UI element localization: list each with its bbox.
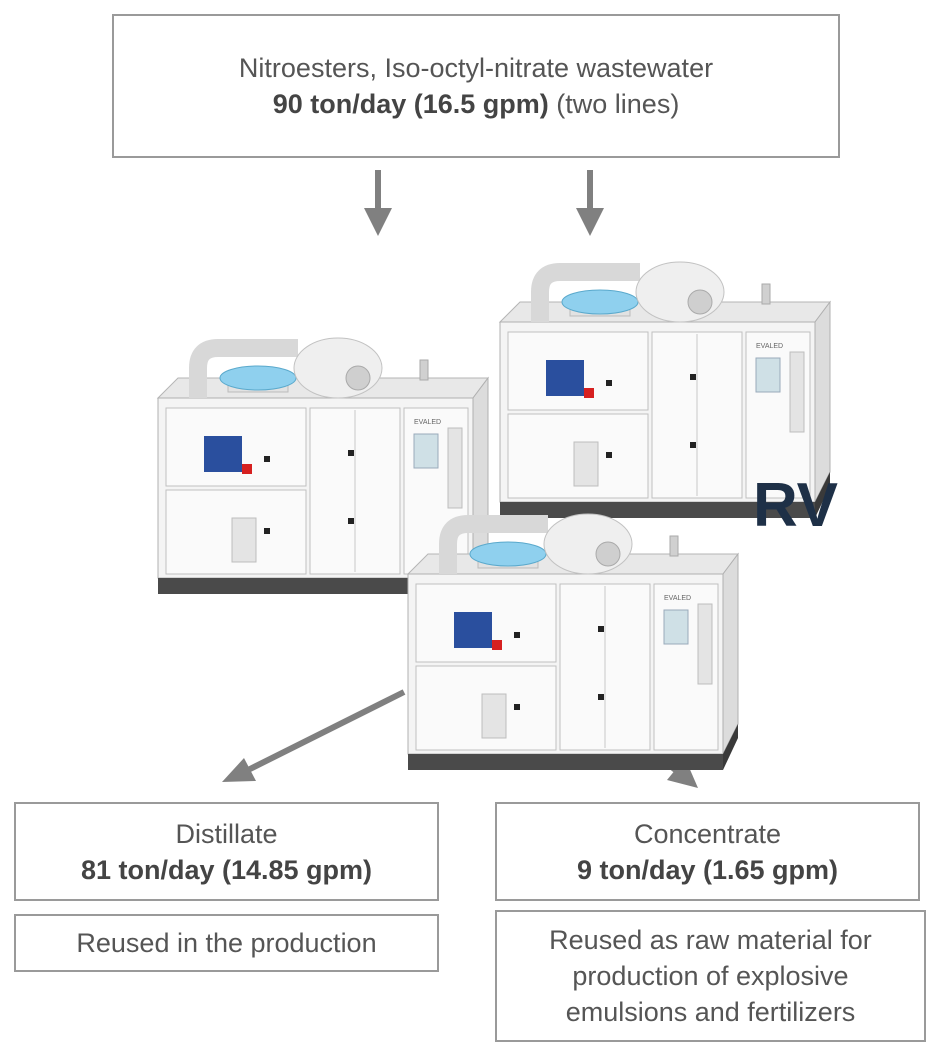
distillate-box: Distillate 81 ton/day (14.85 gpm) [14,802,439,901]
distillate-use-box: Reused in the production [14,914,439,972]
concentrate-box: Concentrate 9 ton/day (1.65 gpm) [495,802,920,901]
distillate-arrow [222,689,406,782]
input-note: (two lines) [556,89,680,119]
distillate-title: Distillate [175,818,278,849]
input-rate: 90 ton/day (16.5 gpm) [272,89,549,119]
concentrate-use-line3: emulsions and fertilizers [565,997,856,1027]
input-box: Nitroesters, Iso-octyl-nitrate wastewate… [112,14,840,158]
concentrate-title: Concentrate [633,818,782,849]
input-arrow-left [364,170,392,236]
input-arrow-right [576,170,604,236]
unit-label: RV [753,471,839,540]
concentrate-use-line2: production of explosive [572,961,849,991]
distillate-rate: 81 ton/day (14.85 gpm) [80,854,373,885]
concentrate-use-line1: Reused as raw material for [549,925,872,955]
input-rate-line: 90 ton/day (16.5 gpm) (two lines) [273,86,680,122]
input-description: Nitroesters, Iso-octyl-nitrate wastewate… [238,53,714,83]
concentrate-rate: 9 ton/day (1.65 gpm) [576,854,839,885]
concentrate-use-box: Reused as raw material for production of… [495,910,926,1042]
distillate-use: Reused in the production [76,928,377,958]
svg-text:EVALED: EVALED [414,419,441,426]
evaporator-unit-left: EVALED [156,337,489,594]
